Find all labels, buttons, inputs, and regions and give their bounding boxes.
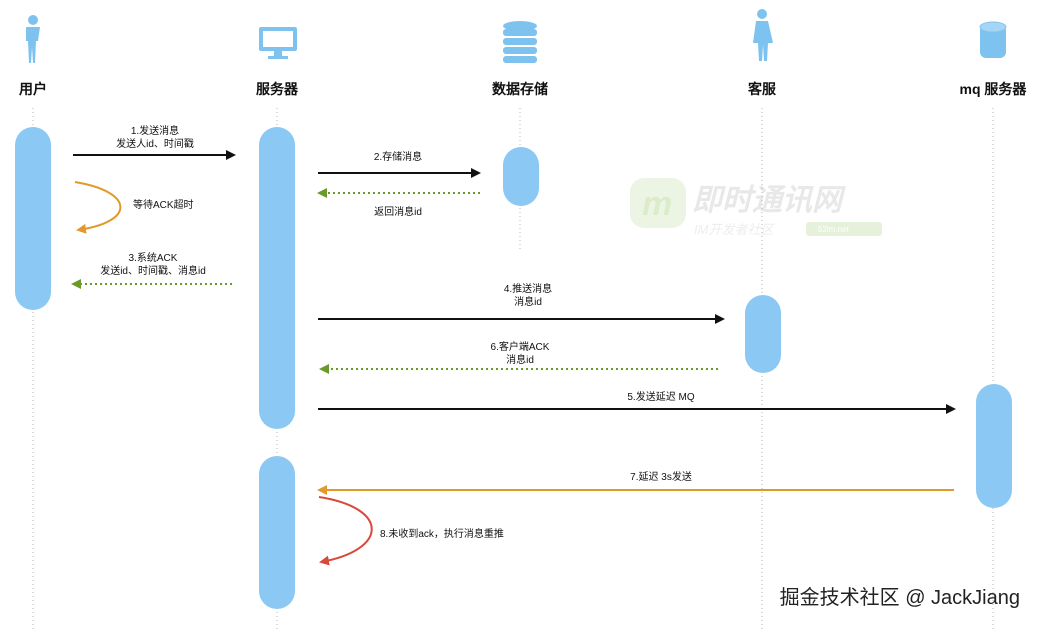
cylinder-icon	[979, 21, 1007, 58]
msg-3-line-2: 发送id、时间戳、消息id	[100, 264, 206, 277]
activations	[15, 127, 1012, 609]
msg-timeout: 等待ACK超时	[133, 198, 194, 211]
activation-user	[15, 127, 51, 310]
msg-8: 8.未收到ack，执行消息重推	[380, 527, 504, 540]
watermark-tag-bg	[806, 222, 882, 236]
msg-1-line-1: 1.发送消息	[131, 124, 179, 137]
message-labels: 1.发送消息 发送人id、时间戳 等待ACK超时 3.系统ACK 发送id、时间…	[100, 124, 695, 540]
msg-7: 7.延迟 3s发送	[630, 470, 692, 483]
woman-icon	[753, 9, 773, 61]
activation-support	[745, 295, 781, 373]
activation-server-1	[259, 127, 295, 429]
actor-label-user: 用户	[19, 81, 47, 97]
watermark-logo	[630, 178, 686, 228]
arrows	[71, 150, 956, 566]
watermark-subtitle: IM开发者社区	[694, 222, 775, 237]
msg-4-line-2: 消息id	[514, 295, 542, 308]
watermark-title: 即时通讯网	[692, 184, 846, 217]
arrow-ack-timeout	[74, 181, 122, 234]
actor-label-storage: 数据存储	[492, 81, 548, 97]
msg-6-line-2: 消息id	[506, 353, 534, 366]
msg-1-line-2: 发送人id、时间戳	[116, 137, 194, 150]
msg-3-line-1: 3.系统ACK	[129, 251, 178, 264]
activation-storage	[503, 147, 539, 206]
msg-2: 2.存储消息	[374, 150, 422, 163]
watermark-logo-letter: m	[642, 185, 672, 223]
watermark-tag: 52im.net	[818, 225, 849, 234]
activation-server-2	[259, 456, 295, 609]
arrow-repush	[318, 496, 373, 566]
msg-5: 5.发送延迟 MQ	[627, 390, 694, 403]
database-icon	[503, 21, 537, 63]
watermark: m 即时通讯网 IM开发者社区 52im.net	[630, 178, 882, 237]
actor-label-support: 客服	[747, 81, 777, 97]
actor-label-server: 服务器	[256, 81, 299, 97]
activation-mq	[976, 384, 1012, 508]
msg-6-line-1: 6.客户端ACK	[491, 340, 550, 353]
msg-return-id: 返回消息id	[374, 205, 422, 218]
msg-4-line-1: 4.推送消息	[504, 282, 552, 295]
credit-text: 掘金技术社区 @ JackJiang	[780, 586, 1020, 609]
person-icon	[26, 15, 40, 63]
actor-label-mq: mq 服务器	[960, 81, 1028, 97]
monitor-icon	[259, 27, 297, 59]
